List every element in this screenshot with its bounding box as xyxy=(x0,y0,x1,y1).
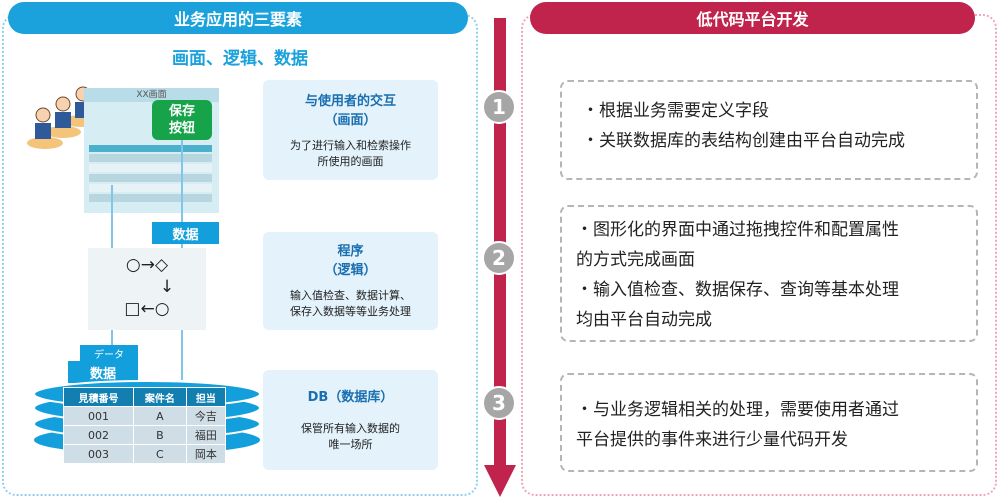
cell: B xyxy=(132,425,187,445)
process-arrow-head-icon xyxy=(484,465,516,497)
info-title: 程序 （逻辑） xyxy=(324,244,377,278)
step-box-2: ・图形化的界面中通过拖拽控件和配置属性 的方式完成画面 ・输入值检查、数据保存、… xyxy=(560,205,978,342)
step-line: ・关联数据库的表结构创建由平台自动完成 xyxy=(582,131,905,151)
cell: 001 xyxy=(63,406,134,426)
info-box-screen: 与使用者的交互 （画面） 为了进行输入和检索操作 所使用的画面 xyxy=(263,80,438,180)
cell: 福田 xyxy=(185,425,227,445)
step-box-3: ・与业务逻辑相关的处理，需要使用者通过 平台提供的事件来进行少量代码开发 xyxy=(560,373,978,472)
flow-row: □←○ xyxy=(124,299,170,319)
info-box-logic: 程序 （逻辑） 输入值检查、数据计算、 保存入数据等等业务处理 xyxy=(263,232,438,330)
cell: C xyxy=(132,444,187,464)
step-line: 均由平台自动完成 xyxy=(576,310,712,330)
step-line: ・根据业务需要定义字段 xyxy=(582,101,769,121)
logic-flow: ○→◇ ↓ □←○ xyxy=(88,248,206,330)
step-box-1: ・根据业务需要定义字段 ・关联数据库的表结构创建由平台自动完成 xyxy=(560,80,978,180)
info-desc: 输入值检查、数据计算、 保存入数据等等业务处理 xyxy=(290,289,411,318)
step-line: ・图形化的界面中通过拖拽控件和配置属性 xyxy=(576,220,899,240)
cell: 002 xyxy=(63,425,134,445)
right-title: 低代码平台开发 xyxy=(530,2,975,34)
info-desc: 保管所有输入数据的 唯一场所 xyxy=(301,422,400,451)
info-box-db: DB（数据库） 保管所有输入数据的 唯一场所 xyxy=(263,370,438,470)
info-desc: 为了进行输入和检索操作 所使用的画面 xyxy=(290,139,411,168)
cell: 岡本 xyxy=(185,444,227,464)
cell: 003 xyxy=(63,444,134,464)
flow-row: ↓ xyxy=(159,277,175,297)
data-tag-jp: データ xyxy=(80,345,138,361)
step-line: ・与业务逻辑相关的处理，需要使用者通过 xyxy=(576,400,899,420)
left-title: 业务应用的三要素 xyxy=(8,2,468,34)
step-number-2: 2 xyxy=(482,241,516,275)
save-button[interactable]: 保存 按钮 xyxy=(152,100,212,140)
data-tag: 数据 xyxy=(152,222,219,244)
cell: 今吉 xyxy=(185,406,227,426)
table-header: 案件名 xyxy=(132,387,187,407)
screen-title: XX画面 xyxy=(84,88,219,102)
users-illustration-icon xyxy=(27,86,99,149)
left-subtitle: 画面、逻辑、数据 xyxy=(172,49,308,69)
info-title: DB（数据库） xyxy=(307,390,394,405)
step-number-3: 3 xyxy=(482,386,516,420)
cell: A xyxy=(132,406,187,426)
flow-row: ○→◇ xyxy=(125,255,169,275)
step-line: 平台提供的事件来进行少量代码开发 xyxy=(576,430,848,450)
step-number-1: 1 xyxy=(482,90,516,124)
table-header: 見積番号 xyxy=(63,387,134,407)
step-line: 的方式完成画面 xyxy=(576,250,695,270)
step-line: ・输入值检查、数据保存、查询等基本处理 xyxy=(576,280,899,300)
info-title: 与使用者的交互 （画面） xyxy=(304,94,396,128)
table-header: 担当 xyxy=(185,387,227,407)
data-tag-2: 数据 xyxy=(68,361,138,383)
